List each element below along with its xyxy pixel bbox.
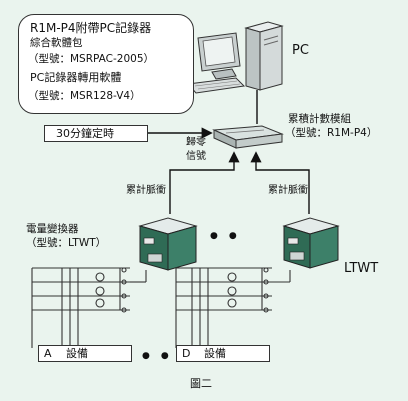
callout-line-1: R1M-P4附帶PC記錄器 bbox=[30, 21, 152, 35]
pulse-label-left: 累計脈衝 bbox=[126, 185, 166, 196]
pc-tower-icon bbox=[244, 21, 284, 91]
equipment-d-label: 設備 bbox=[204, 347, 226, 360]
ellipsis-bottom: ● ● bbox=[142, 351, 170, 361]
equipment-d-box bbox=[176, 345, 270, 362]
ltwt-label: LTWT bbox=[344, 261, 379, 276]
callout-line-5: （型號：MSR128-V4） bbox=[28, 90, 141, 102]
module-name: 累積計數模組 bbox=[288, 113, 351, 125]
equipment-d-letter: D bbox=[182, 347, 191, 360]
converter-model: （型號：LTWT） bbox=[26, 237, 107, 249]
converter-name: 電量變換器 bbox=[26, 223, 79, 235]
counter-module-icon bbox=[212, 125, 284, 149]
module-model: （型號：R1M-P4） bbox=[285, 127, 378, 139]
figure-caption: 圖二 bbox=[190, 377, 212, 390]
callout-line-2: 綜合軟體包 bbox=[30, 37, 83, 49]
reset-signal-line-2: 信號 bbox=[186, 151, 206, 162]
ellipsis-top: ● ● bbox=[210, 231, 238, 241]
equipment-a-box bbox=[38, 345, 132, 362]
software-callout bbox=[18, 14, 194, 114]
ltwt-transducer-left-icon bbox=[138, 217, 198, 271]
reset-signal-line-1: 歸零 bbox=[186, 137, 206, 148]
equipment-a-letter: A bbox=[44, 347, 52, 360]
right-power-line-wiring bbox=[175, 267, 291, 348]
timer-box bbox=[44, 125, 148, 142]
pulse-label-right: 累計脈衝 bbox=[268, 185, 308, 196]
callout-line-3: （型號：MSRPAC-2005） bbox=[28, 53, 155, 65]
callout-line-4: PC記錄器轉用軟體 bbox=[30, 71, 122, 84]
equipment-a-label: 設備 bbox=[66, 347, 88, 360]
ltwt-transducer-right-icon bbox=[282, 217, 340, 269]
left-power-line-wiring bbox=[31, 267, 147, 348]
pc-monitor-icon bbox=[197, 32, 241, 80]
keyboard-icon bbox=[186, 77, 246, 94]
timer-label: 30分鐘定時 bbox=[56, 127, 114, 140]
pc-label: PC bbox=[292, 43, 309, 58]
